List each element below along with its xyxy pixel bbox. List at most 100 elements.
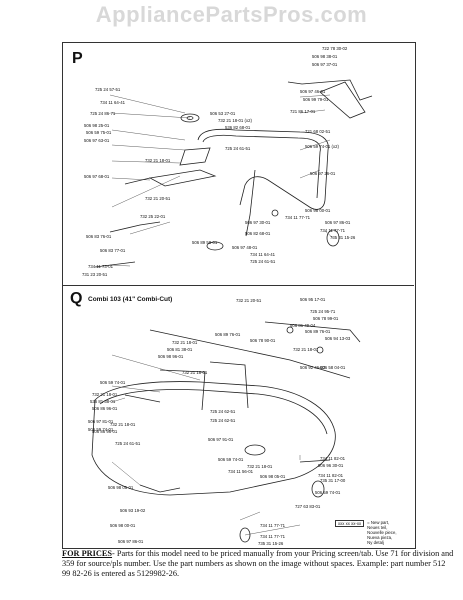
section-p-part-number-label: 506 97 68-01 [84,174,110,179]
section-p-part-number-label: 725 24 61-51 [250,259,276,264]
section-q-part-number-label: 506 81 38-01 [167,347,193,352]
new-part-legend: xxx xx xx-xx= New part,Neues teil,Nouvel… [335,520,397,545]
section-p-part-number-label: 725 24 61-51 [225,146,251,151]
section-q-title: Combi 103 (41" Combi-Cut) [88,296,173,303]
pricing-note-text: - Parts for this model need to be priced… [62,549,454,578]
section-q-part-number-label: 506 59 74-01 [88,427,114,432]
legend-line: Nouvelle piece, [367,530,397,535]
section-q-part-number-label: 506 78 99-01 [313,316,339,321]
section-q-part-number-label: 734 11 77-71 [260,523,286,528]
section-p-part-number-label: 734 11 77-71 [285,215,311,220]
part-leader-lines [109,94,334,536]
section-p-part-number-label: 732 21 20-51 [145,196,171,201]
pricing-note-label: FOR PRICES [62,549,113,558]
section-p-part-number-label: 506 53 27-01 [210,111,236,116]
section-q-part-number-label: 506 78 90-01 [250,338,276,343]
section-q-part-number-label: 506 93 19-02 [120,508,146,513]
section-q-part-labels: 732 21 20-51 506 95 17-01 725 24 95-71 506 … [88,297,351,546]
section-q-part-number-label: 734 11 56-01 [228,469,254,474]
section-q-part-number-label: 536 81 38-01 [90,399,116,404]
section-p-part-number-label: 506 97 48-01 [232,245,258,250]
section-q-part-number-label: 506 96 30-01 [318,463,344,468]
section-p-part-number-label: 506 59 75-01 [86,130,112,135]
section-p-part-number-label: 506 98 38-01 [312,54,338,59]
legend-code: xxx xx xx-xx [335,520,365,527]
section-q-part-number-label: 506 97 86-01 [118,539,144,544]
section-q-part-number-label: 506 98 05-01 [108,485,134,490]
section-q-part-number-label: 506 98 05-01 [260,474,286,479]
section-q-part-number-label: 732 21 18-01 [182,370,208,375]
section-q-part-number-label: 506 86 96-01 [92,406,118,411]
section-p-part-number-label: 506 97 46-01 [300,89,326,94]
section-q-part-number-label: 506 89 76-01 [305,329,331,334]
legend-line: Nueva pieza, [367,535,393,540]
section-q-part-number-label: 732 21 18-01 [110,422,136,427]
section-p-part-number-label: 722 78 30-02 [322,46,348,51]
section-q-part-number-label: 506 97 81-01 [88,419,114,424]
section-q-letter: Q [70,290,83,307]
section-p-part-number-label: 506 98 25-01 [84,123,110,128]
section-q-part-number-label: 506 59 74-01 [315,490,341,495]
section-q-part-number-label: 732 21 20-51 [236,298,262,303]
section-p-part-number-label: 506 83 76-01 [86,234,112,239]
section-q-part-number-label: 506 97 91-01 [208,437,234,442]
section-q-part-number-label: 506 95 17-01 [300,297,326,302]
section-q-part-number-label: 506 58 04-01 [320,365,346,370]
section-q-part-number-label: 732 21 18-01 [172,340,198,345]
section-p-part-number-label: 721 68 02-51 [305,129,331,134]
section-q-part-number-label: 506 59 74-01 [100,380,126,385]
parts-diagram-sheet [62,42,416,549]
section-p-part-number-label: 506 98 00-01 [305,208,331,213]
section-p-part-number-label: 725 24 86-71 [90,111,116,116]
section-q-part-number-label: 506 98 96-01 [158,354,184,359]
legend-line: Ny detalj [367,540,384,545]
section-q-part-number-label: 734 11 82-01 [320,456,346,461]
section-q-part-number-label: 735 31 17-00 [320,478,346,483]
section-p-part-number-label: 731 23 20-51 [82,272,108,277]
section-q-part-number-label: 732 21 18-01 [247,464,273,469]
section-q-part-number-label: 725 24 61-51 [115,441,141,446]
legend-line: = New part, [367,520,390,525]
section-p-part-number-label: 506 97 63-01 [84,138,110,143]
section-p-part-number-label: 735 31 15-26 [330,235,356,240]
section-p-part-number-label: 506 89 58-01 [192,240,218,245]
section-p-part-number-label: 506 97 26-01 [310,171,336,176]
section-q-part-number-label: 506 59 74-01 [218,457,244,462]
section-p-part-number-label: 725 24 57-51 [95,87,121,92]
section-p-part-labels: 722 78 30-02 506 98 38-01 506 97 37-01 725 … [82,46,356,277]
section-q-part-number-label: 725 24 62-51 [210,409,236,414]
section-q-deck [91,321,361,543]
section-q-part-number-label: 506 86 96-01 [92,429,118,434]
section-p-part-number-label: 734 11 64-41 [100,100,126,105]
section-p-part-number-label: 506 97 37-01 [312,62,338,67]
section-q-part-number-label: 734 11 77-71 [260,534,286,539]
section-q-part-number-label: 725 24 95-71 [310,309,336,314]
section-q-part-number-label: 725 24 62-51 [210,418,236,423]
section-q-part-number-label: 734 11 82-01 [318,473,344,478]
section-q-part-number-label: 506 81 49-04 [290,323,316,328]
site-watermark: AppliancePartsPros.com [95,2,368,27]
section-p-part-number-label: 734 11 64-41 [250,252,276,257]
section-p-part-number-label: 734 11 77-71 [320,228,346,233]
section-p-part-number-label: 732 25 22-01 [140,214,166,219]
section-q-part-number-label: 506 92 46-02 [300,365,326,370]
section-p-part-number-label: 734 11 73-01 [88,264,114,269]
section-p-part-number-label: 732 21 18-01 (x2) [218,118,252,123]
section-p-part-number-label: 536 82 68-01 [225,125,251,130]
section-divider [62,285,414,286]
section-p-part-number-label: 506 99 79-01 [303,97,329,102]
legend-lines: = New part,Neues teil,Nouvelle piece,Nue… [367,520,396,545]
section-p-part-number-label: 506 59 74-01 (x2) [305,144,339,149]
section-p-part-number-label: 732 21 18-01 [145,158,171,163]
section-p-frame [94,79,373,268]
pricing-note: FOR PRICES- Parts for this model need to… [62,549,454,579]
legend-line: Neues teil, [367,525,388,530]
section-p-part-number-label: 506 82 68-01 [245,231,271,236]
section-p-part-number-label: 506 97 30-01 [245,220,271,225]
section-p-part-number-label: 721 86 17-01 [290,109,316,114]
section-p-part-number-label: 506 97 86-01 [325,220,351,225]
section-q-part-number-label: 732 21 18-01 [92,392,118,397]
section-q-part-number-label: 506 89 76-01 [215,332,241,337]
section-q-part-number-label: 727 63 83-01 [295,504,321,509]
